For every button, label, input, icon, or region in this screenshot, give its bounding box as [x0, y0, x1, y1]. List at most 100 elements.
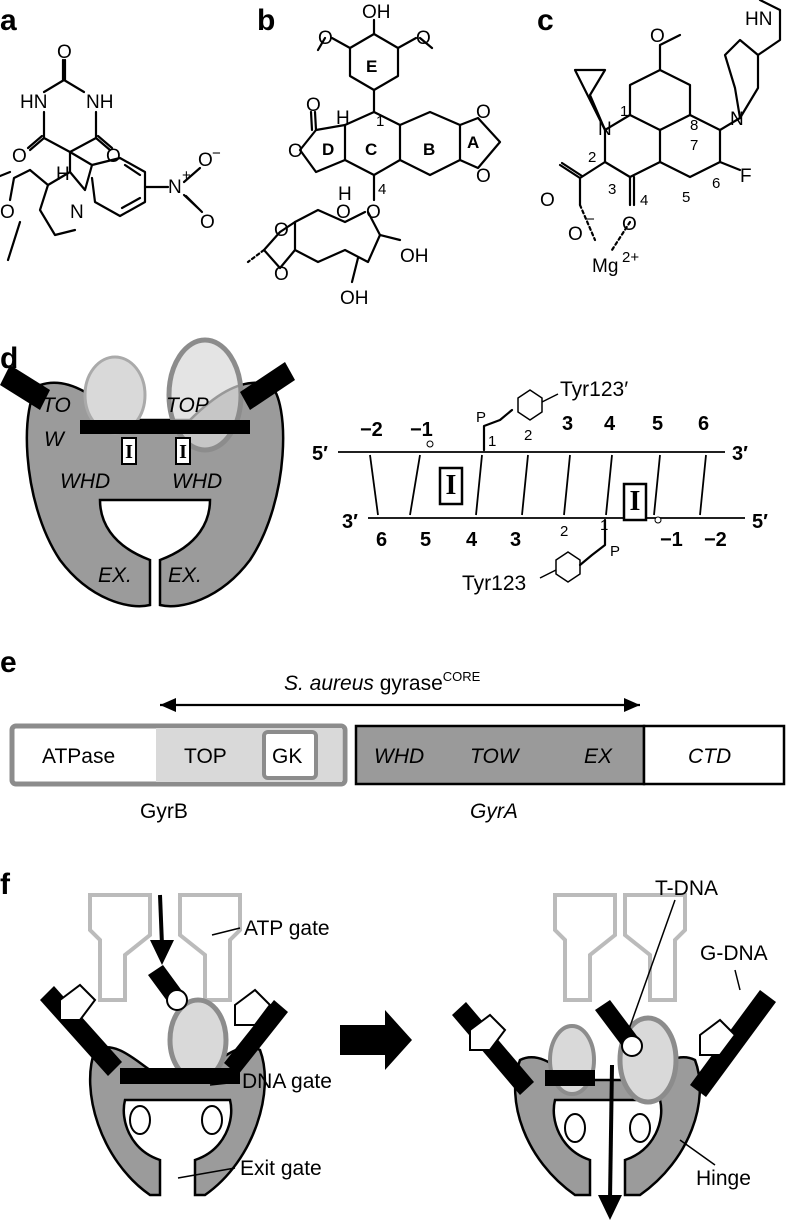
label-t-dna: T-DNA — [655, 877, 718, 900]
dna-tyr-bottom: Tyr123 — [462, 572, 526, 595]
atom-b-o-lactone: O — [288, 141, 303, 162]
atom-a-o-left: O — [12, 146, 27, 167]
pos-c-6: 6 — [712, 175, 720, 192]
pos-c-5: 5 — [682, 189, 690, 206]
dna-bottom-5prime: 5′ — [752, 511, 768, 533]
atom-b-o-diox2: O — [476, 166, 491, 187]
pos-c-4: 4 — [640, 192, 648, 209]
atom-a-h: H — [56, 164, 70, 185]
atom-a-nitro-n: N — [168, 177, 182, 198]
dna-top-pos-1: −2 — [360, 419, 383, 441]
dna-cleavage-diagram: 5′ 3′ 3′ 5′ −2 −1 1 2 3 4 5 6 6 5 4 3 2 … — [312, 378, 768, 595]
atom-b-h-top: H — [336, 108, 350, 129]
pos-c-8: 8 — [690, 117, 698, 134]
atom-c-n1: N — [598, 119, 612, 140]
ring-b-c: C — [365, 140, 377, 159]
panel-label-d: d — [0, 342, 18, 375]
gyrase-core-name: gyrase — [374, 672, 443, 695]
dna-top-pos-5: 3 — [562, 413, 573, 435]
dna-bottom-pos-5: 2 — [560, 523, 568, 540]
atom-b-o-left: O — [318, 28, 333, 49]
label-dna-gate: DNA gate — [242, 1070, 332, 1093]
label-g-dna: G-DNA — [700, 942, 768, 965]
domain-gk: GK — [272, 745, 302, 768]
dna-bottom-pos-3: 4 — [466, 529, 478, 551]
gyrb-label: GyrB — [140, 800, 188, 823]
atom-c-o-carb: O — [540, 190, 555, 211]
domain-atpase: ATPase — [42, 745, 115, 768]
gyra-label: GyrA — [470, 800, 518, 823]
pos-c-3: 3 — [608, 181, 616, 198]
dna-bottom-pos-8: −2 — [704, 529, 727, 551]
pos-c-2: 2 — [588, 149, 596, 166]
domain-d-w: W — [44, 428, 66, 451]
dna-top-pos-4: 2 — [524, 427, 532, 444]
domain-tow: TOW — [470, 745, 521, 768]
atom-a-o-top: O — [57, 42, 72, 63]
atom-b-oh1: OH — [400, 246, 429, 267]
atom-c-mg: Mg — [592, 256, 618, 277]
inhibitor-symbol: I — [630, 486, 641, 517]
dna-bottom-p: P — [610, 543, 620, 560]
atom-a-nitro-o-minus: O — [198, 150, 213, 171]
dna-top-p: P — [476, 409, 486, 426]
pos-b-4: 4 — [378, 181, 386, 198]
atom-a-o-ring: O — [0, 202, 15, 223]
atom-a-o-right: O — [106, 146, 121, 167]
dna-top-pos-6: 4 — [604, 413, 616, 435]
dna-bottom-3prime: 3′ — [342, 511, 358, 533]
atom-c-o-minus: O — [568, 224, 583, 245]
domain-d-top: TOP — [166, 394, 209, 417]
domain-d-whd-left: WHD — [60, 470, 110, 493]
dna-bottom-pos-7: −1 — [660, 529, 683, 551]
ring-b-b: B — [423, 140, 435, 159]
atom-a-nitro-minus: − — [212, 145, 221, 162]
structure-b: OH O O E 1 H O O D C B A O O H 4 O O O O… — [246, 2, 502, 309]
atom-b-o-diox1: O — [476, 102, 491, 123]
atom-c-f: F — [740, 166, 752, 187]
atom-b-o-right: O — [416, 28, 431, 49]
inhibitor-symbol: I — [179, 441, 187, 463]
atom-c-o-methoxy: O — [650, 26, 665, 47]
domain-top: TOP — [184, 745, 227, 768]
domain-d-whd-right: WHD — [172, 470, 222, 493]
structure-c: N 1 2 3 4 5 6 7 8 O N HN F O O O − Mg 2+ — [540, 0, 782, 277]
ring-b-d: D — [322, 140, 334, 159]
inhibitor-symbol: I — [125, 441, 133, 463]
atom-b-oh-top: OH — [362, 2, 391, 23]
panel-label-c: c — [537, 4, 554, 37]
domain-ctd: CTD — [688, 745, 731, 768]
label-atp-gate: ATP gate — [244, 917, 330, 940]
dna-top-pos-7: 5 — [652, 413, 663, 435]
atom-b-h-bottom: H — [338, 184, 352, 205]
gyrase-core-label: S. aureus gyraseCORE — [284, 669, 481, 695]
pos-b-1: 1 — [376, 113, 384, 130]
atom-a-n-ring: N — [70, 202, 84, 223]
atom-a-nitro-plus: + — [182, 167, 191, 184]
dna-top-pos-3: 1 — [488, 433, 496, 450]
atom-b-oh2: OH — [340, 288, 369, 309]
dna-top-pos-8: 6 — [698, 413, 709, 435]
pos-c-1: 1 — [620, 103, 628, 120]
label-exit-gate: Exit gate — [240, 1157, 322, 1180]
pos-c-7: 7 — [690, 137, 698, 154]
dna-top-3prime: 3′ — [732, 443, 748, 465]
atom-a-hn: HN — [20, 92, 47, 113]
atom-c-o-keto: O — [622, 214, 637, 235]
atom-b-o-glyco-a: O — [274, 220, 289, 241]
panel-label-e: e — [0, 646, 17, 679]
atom-c-mg-charge: 2+ — [622, 249, 639, 266]
dna-bottom-pos-4: 3 — [510, 529, 521, 551]
panel-label-b: b — [257, 4, 275, 37]
atom-b-o-carbonyl: O — [306, 95, 321, 116]
dna-bottom-pos-2: 5 — [420, 529, 431, 551]
label-hinge: Hinge — [696, 1167, 751, 1190]
domain-whd: WHD — [374, 745, 424, 768]
atom-a-nh: NH — [86, 92, 113, 113]
panel-label-f: f — [0, 868, 11, 901]
atom-c-hn: HN — [745, 9, 772, 30]
domain-ex: EX — [584, 745, 613, 768]
dna-bottom-pos-1: 6 — [376, 529, 387, 551]
domain-d-ex-right: EX. — [168, 564, 202, 587]
